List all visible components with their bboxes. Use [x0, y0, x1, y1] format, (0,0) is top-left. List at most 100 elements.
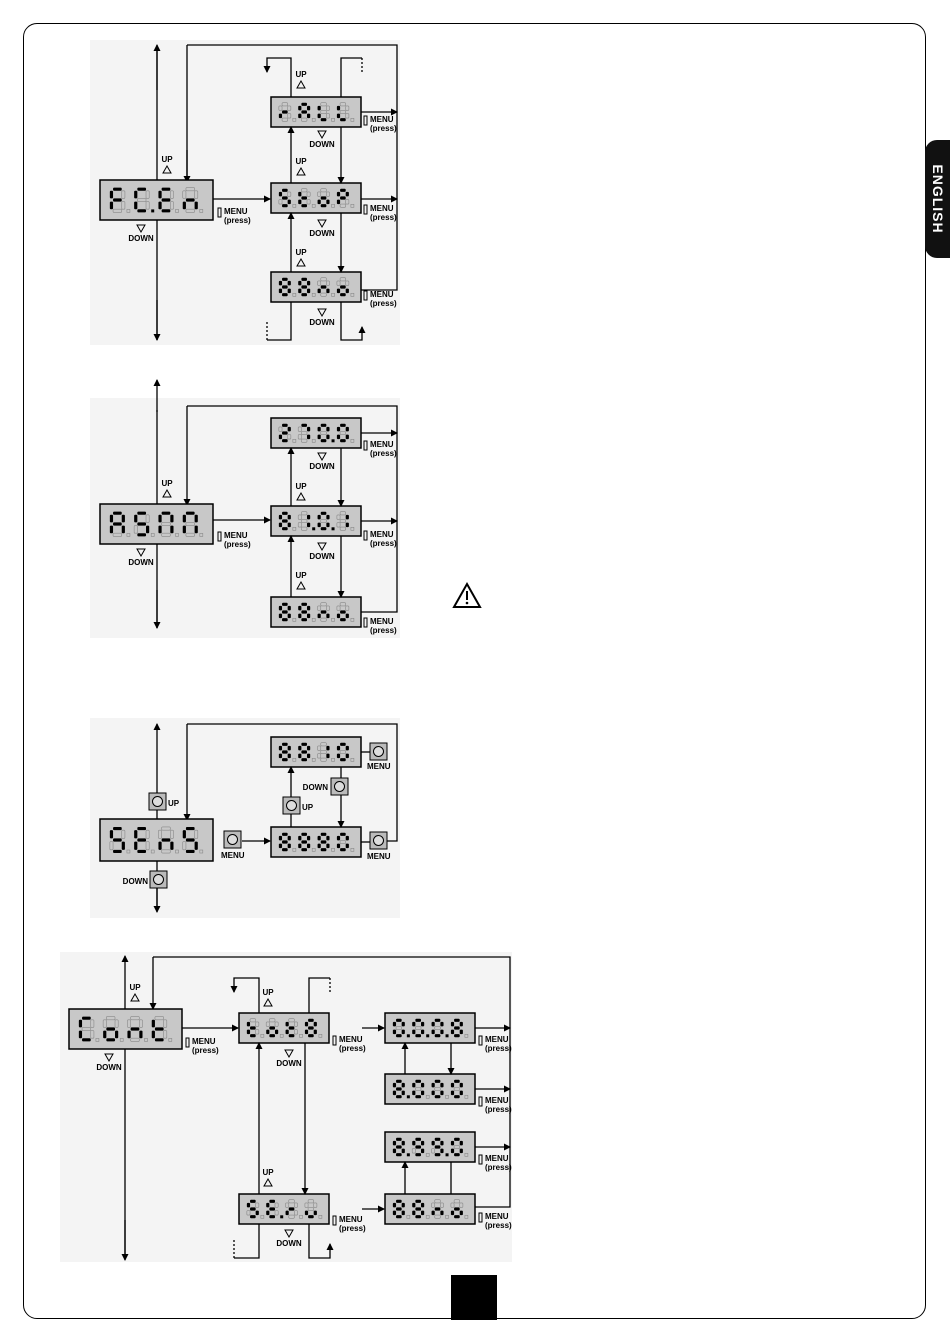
display-200: 2.00: [270, 417, 362, 449]
segment: [301, 102, 307, 106]
segment: [90, 1030, 95, 1039]
decimal-point: [350, 204, 355, 208]
segment: [317, 605, 322, 611]
segment: [454, 1079, 460, 1083]
segment: [392, 1021, 397, 1027]
display-sens: SEnS: [99, 818, 214, 862]
segment: [161, 838, 171, 842]
segment: [313, 1210, 317, 1216]
segment: [298, 288, 302, 294]
segment: [265, 1021, 270, 1027]
segment: [434, 1207, 441, 1211]
segment: [434, 1095, 441, 1099]
up-label: UP: [262, 1168, 274, 1187]
segment: [185, 532, 195, 537]
menu-button-icon: [369, 742, 388, 761]
segment: [288, 1026, 295, 1030]
decimal-point: [280, 1215, 284, 1219]
segment: [454, 1095, 460, 1099]
decimal-point: [331, 617, 335, 622]
segment: [250, 1215, 256, 1219]
segment: [301, 293, 307, 297]
segment: [320, 840, 327, 844]
segment: [90, 1019, 95, 1028]
segment: [431, 1140, 435, 1146]
segment: [431, 1029, 435, 1035]
segment: [121, 829, 126, 839]
segment: [113, 187, 122, 191]
svg-text:DOWN: DOWN: [96, 1063, 122, 1072]
segment: [82, 1038, 91, 1042]
language-tab[interactable]: ENGLISH: [925, 140, 950, 258]
segment: [137, 826, 147, 831]
page-number-marker: [451, 1275, 497, 1320]
menu-label: MENU: [339, 1215, 363, 1224]
svg-text:DOWN: DOWN: [309, 229, 335, 238]
decimal-point: [311, 204, 316, 208]
segment: [317, 288, 321, 294]
segment: [340, 758, 346, 762]
segment: [320, 285, 327, 289]
menu-press-label: MENU(press): [217, 531, 251, 549]
segment: [415, 1034, 421, 1038]
press-label: (press): [370, 539, 397, 548]
menu-label: MENU: [485, 1212, 509, 1221]
segment: [313, 1202, 318, 1208]
segment: [345, 613, 349, 619]
segment: [109, 201, 114, 210]
decimal-point: [144, 1038, 148, 1042]
segment: [340, 188, 346, 192]
segment: [269, 1018, 276, 1023]
segment: [113, 838, 122, 842]
segment: [415, 1018, 421, 1022]
diagram-fcen: FC.EnMENU(press)UPDOWNrALLStoPnoMENU(pre…: [90, 40, 400, 345]
menu-label: MENU: [370, 617, 394, 626]
segment: [415, 1026, 422, 1030]
segment: [339, 102, 346, 107]
segment: [415, 1215, 421, 1219]
segment: [294, 1210, 298, 1216]
up-triangle-icon: [162, 488, 172, 498]
segment: [137, 511, 147, 515]
segment: [431, 1082, 435, 1088]
segment: [306, 613, 311, 619]
segment: [103, 1030, 107, 1039]
decimal-point: [350, 757, 355, 762]
segment: [298, 199, 302, 205]
segment: [306, 288, 311, 294]
segment: [306, 753, 311, 759]
segment: [281, 102, 288, 107]
segment: [340, 293, 346, 297]
down-label: DOWN: [128, 548, 154, 567]
segment: [278, 426, 283, 432]
segment: [269, 1215, 275, 1219]
display-000-a: 0.0.0: [384, 1012, 476, 1044]
segment: [194, 829, 199, 839]
decimal-point: [445, 1153, 449, 1157]
segment: [420, 1148, 425, 1154]
segment: [345, 835, 349, 841]
segment: [326, 613, 330, 619]
segment: [440, 1021, 444, 1027]
svg-text:UP: UP: [295, 248, 307, 257]
decimal-point: [311, 292, 316, 297]
segment: [121, 514, 125, 523]
decimal-point: [445, 1095, 449, 1099]
menu-press-label: MENU(press): [478, 1212, 512, 1230]
segment: [282, 618, 288, 622]
segment: [130, 1027, 140, 1031]
segment: [304, 1210, 309, 1216]
segment: [326, 522, 330, 528]
decimal-point: [260, 1215, 265, 1219]
segment: [396, 1079, 402, 1083]
down-triangle-icon: [317, 219, 327, 229]
segment: [274, 1021, 279, 1027]
segment: [454, 1207, 460, 1211]
down-triangle-icon: [317, 542, 327, 552]
segment: [450, 1148, 455, 1154]
press-label: (press): [224, 216, 251, 225]
segment: [317, 199, 321, 205]
decimal-point: [425, 1153, 430, 1157]
segment: [154, 1016, 164, 1021]
down-button-icon: [330, 777, 349, 796]
